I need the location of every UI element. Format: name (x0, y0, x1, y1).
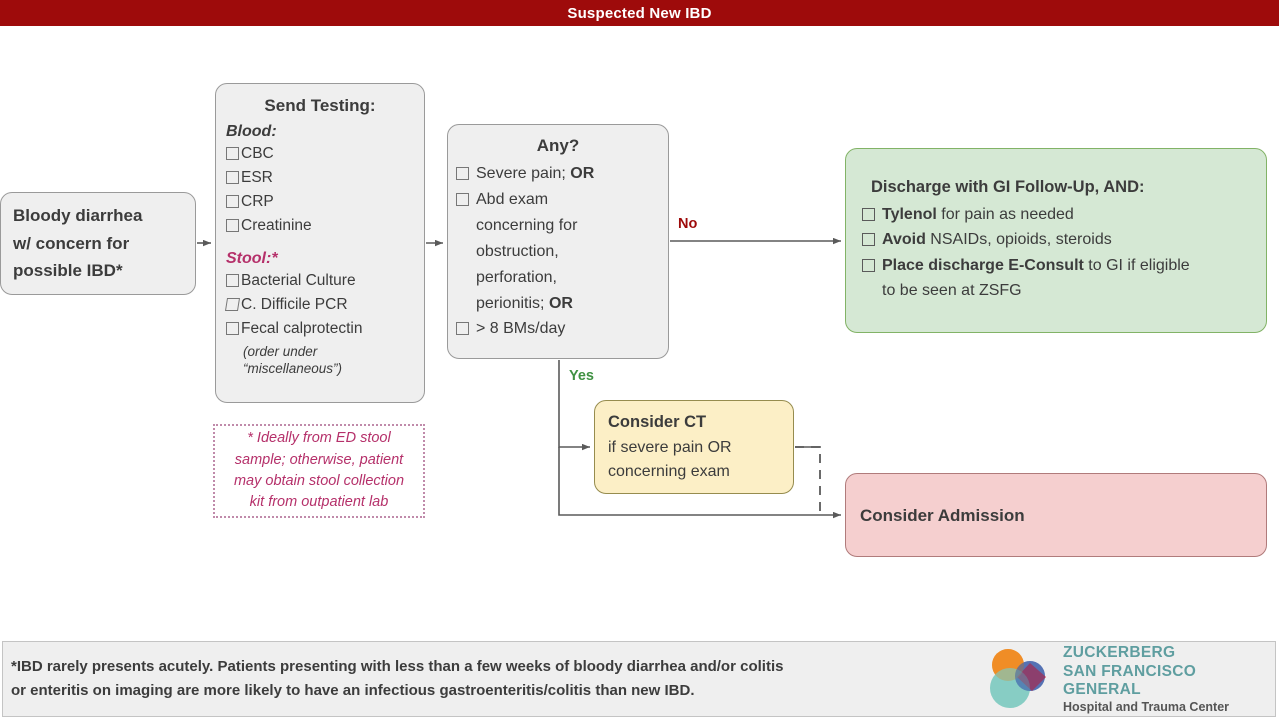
checkbox-icon[interactable] (224, 298, 241, 312)
checkbox-icon[interactable] (226, 195, 239, 209)
stool-section-label: Stool:* (226, 250, 278, 268)
checklist-label: Fecal calprotectin (241, 320, 363, 338)
any-item-label: Severe pain; OR (476, 161, 594, 187)
zsfg-logo-mark-icon (984, 648, 1054, 710)
checklist-label: C. Difficile PCR (241, 296, 348, 314)
discharge-item-label: Tylenol for pain as needed (882, 202, 1074, 228)
zsfg-logo-text: ZUCKERBERG SAN FRANCISCO GENERAL Hospita… (1063, 644, 1275, 713)
any-item2-line-3: obstruction, (476, 242, 559, 260)
logo-line-2: SAN FRANCISCO GENERAL (1063, 662, 1197, 698)
any-item-severe-pain[interactable]: Severe pain; OR (448, 161, 668, 187)
discharge-item1-text: for pain as needed (936, 205, 1074, 223)
discharge-item-label: Place discharge E-Consult to GI if eligi… (882, 253, 1190, 279)
checkbox-icon[interactable] (226, 322, 239, 336)
checklist-item-crp[interactable]: CRP (216, 190, 424, 214)
any-item2-line-1: Abd exam (476, 190, 549, 208)
header-banner: Suspected New IBD (0, 0, 1279, 26)
any-item-label: > 8 BMs/day (476, 320, 566, 338)
checkbox-icon[interactable] (226, 274, 239, 288)
discharge-item-econsult[interactable]: Place discharge E-Consult to GI if eligi… (856, 253, 1256, 279)
footer-disclaimer-box: *IBD rarely presents acutely. Patients p… (2, 641, 1276, 717)
checklist-item-creatinine[interactable]: Creatinine (216, 214, 424, 238)
zsfg-logo: ZUCKERBERG SAN FRANCISCO GENERAL Hospita… (984, 644, 1275, 713)
consider-admission-title: Consider Admission (860, 505, 1025, 525)
node-bloody-diarrhea[interactable]: Bloody diarrhea w/ concern for possible … (0, 192, 196, 295)
checklist-label: CBC (241, 145, 274, 162)
start-line-2: w/ concern for (13, 233, 130, 253)
checklist-label: CRP (241, 193, 274, 211)
checklist-item-cbc[interactable]: CBC (216, 142, 424, 166)
consider-ct-line-2: if severe pain OR (608, 438, 732, 456)
node-any-decision[interactable]: Any? Severe pain; OR Abd exam concerning… (447, 124, 669, 359)
any-item1-or: OR (570, 165, 595, 182)
checklist-item-bacterial-culture[interactable]: Bacterial Culture (216, 269, 424, 293)
checklist-label: Bacterial Culture (241, 272, 356, 290)
send-testing-title: Send Testing: (264, 96, 376, 115)
any-item1-text: Severe pain; (476, 165, 566, 182)
node-consider-ct[interactable]: Consider CT if severe pain OR concerning… (594, 400, 794, 494)
stool-footnote-box: * Ideally from ED stool sample; otherwis… (213, 424, 425, 518)
checkbox-icon[interactable] (226, 147, 239, 160)
discharge-item2-text: NSAIDs, opioids, steroids (925, 231, 1112, 249)
logo-shapes-icon (990, 649, 1047, 708)
checkbox-icon[interactable] (226, 219, 239, 233)
checkbox-icon[interactable] (862, 258, 875, 272)
footer-line-1: *IBD rarely presents acutely. Patients p… (11, 658, 784, 676)
consider-ct-title: Consider CT (608, 413, 707, 431)
footnote-line-4: kit from outpatient lab (249, 494, 389, 511)
edge-ct-dashed (795, 446, 821, 515)
footnote-line-2: sample; otherwise, patient (234, 451, 404, 468)
footnote-line-1: * Ideally from ED stool (247, 430, 391, 447)
blood-section-label: Blood: (226, 123, 277, 140)
discharge-item3-text: to GI if eligible (1083, 256, 1190, 274)
checklist-item-c-difficile-pcr[interactable]: C. Difficile PCR (216, 293, 424, 317)
any-item2-line-5: perionitis; OR (476, 291, 577, 317)
discharge-item2-bold: Avoid (882, 231, 926, 249)
discharge-item-tylenol[interactable]: Tylenol for pain as needed (856, 202, 1256, 228)
node-start-text: Bloody diarrhea w/ concern for possible … (13, 202, 142, 285)
any-item2-peritonitis: perionitis; (476, 294, 545, 312)
footnote-line-3: may obtain stool collection (233, 473, 405, 489)
checkbox-icon[interactable] (862, 233, 875, 247)
any-item-abd-exam[interactable]: Abd exam concerning for obstruction, per… (448, 187, 668, 317)
logo-line-1: ZUCKERBERG (1063, 644, 1176, 662)
node-send-testing[interactable]: Send Testing: Blood: CBC ESR CRP Creatin… (215, 83, 425, 403)
fecal-calprotectin-note: (order under “miscellaneous”) (216, 344, 424, 378)
discharge-item-avoid[interactable]: Avoid NSAIDs, opioids, steroids (856, 227, 1256, 253)
any-item2-line-2: concerning for (476, 216, 578, 234)
discharge-title: Discharge with GI Follow-Up, AND: (871, 178, 1145, 197)
note-line-2: “miscellaneous”) (243, 360, 343, 376)
discharge-item3-continuation: to be seen at ZSFG (882, 281, 1022, 299)
checkbox-icon[interactable] (456, 192, 469, 206)
discharge-item-label: Avoid NSAIDs, opioids, steroids (882, 227, 1112, 253)
stool-footnote-text: * Ideally from ED stool sample; otherwis… (234, 428, 404, 513)
discharge-item1-bold: Tylenol (882, 205, 937, 223)
checkbox-icon[interactable] (226, 171, 239, 185)
checklist-item-fecal-calprotectin[interactable]: Fecal calprotectin (216, 317, 424, 341)
checklist-item-esr[interactable]: ESR (216, 166, 424, 190)
consider-ct-line-3: concerning exam (608, 463, 730, 481)
edge-label-yes: Yes (569, 368, 594, 384)
any-item2-or: OR (548, 294, 573, 312)
footer-disclaimer-text: *IBD rarely presents acutely. Patients p… (3, 655, 984, 702)
logo-line-3: Hospital and Trauma Center (1063, 700, 1230, 715)
start-line-3: possible IBD* (13, 261, 123, 281)
note-line-1: (order under (243, 344, 318, 360)
checkbox-icon[interactable] (456, 167, 469, 180)
checklist-label: ESR (241, 169, 273, 187)
any-item2-line-4: perforation, (476, 268, 557, 286)
checkbox-icon[interactable] (862, 207, 875, 221)
node-consider-admission[interactable]: Consider Admission (845, 473, 1267, 557)
any-title: Any? (536, 136, 580, 155)
discharge-item3-bold: Place discharge E-Consult (882, 256, 1084, 274)
any-item-bms-per-day[interactable]: > 8 BMs/day (448, 316, 668, 342)
page-title: Suspected New IBD (567, 4, 712, 22)
node-discharge-gi-followup[interactable]: Discharge with GI Follow-Up, AND: Tyleno… (845, 148, 1267, 333)
start-line-1: Bloody diarrhea (13, 206, 143, 226)
checkbox-icon[interactable] (456, 322, 469, 336)
checklist-label: Creatinine (241, 217, 312, 235)
footer-line-2: or enteritis on imaging are more likely … (11, 682, 695, 699)
any-item-label: Abd exam concerning for obstruction, per… (476, 187, 577, 317)
edge-label-no: No (678, 216, 698, 232)
